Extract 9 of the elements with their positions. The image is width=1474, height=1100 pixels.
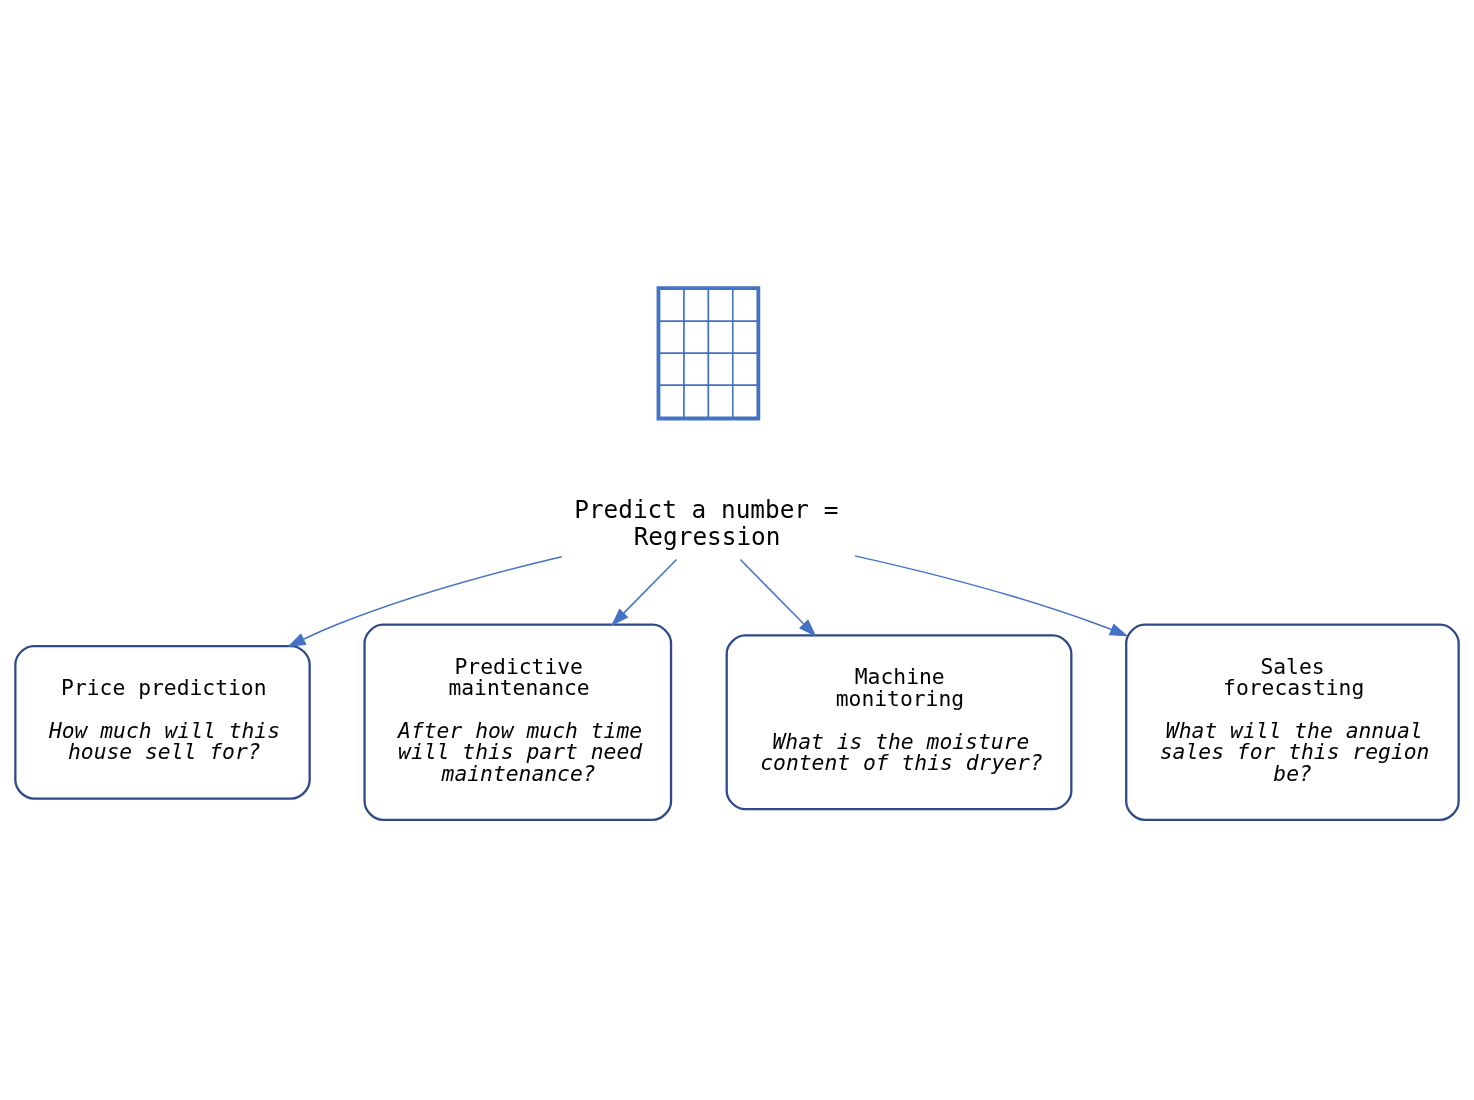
node-box: Predictive maintenance After how much time will this part need maintenance? <box>363 623 673 822</box>
arrow <box>611 558 678 626</box>
node-box: Price prediction How much will this house sell for? <box>14 644 311 800</box>
node-box: Machine monitoring What is the moisture content of this dryer? <box>725 634 1073 811</box>
node-box: Sales forecasting What will the annual sales for this region be? <box>1125 623 1460 822</box>
arrow <box>739 558 817 637</box>
arrow <box>287 555 563 647</box>
arrow <box>854 555 1129 637</box>
node-text: Predict a number = Regression <box>574 494 839 552</box>
